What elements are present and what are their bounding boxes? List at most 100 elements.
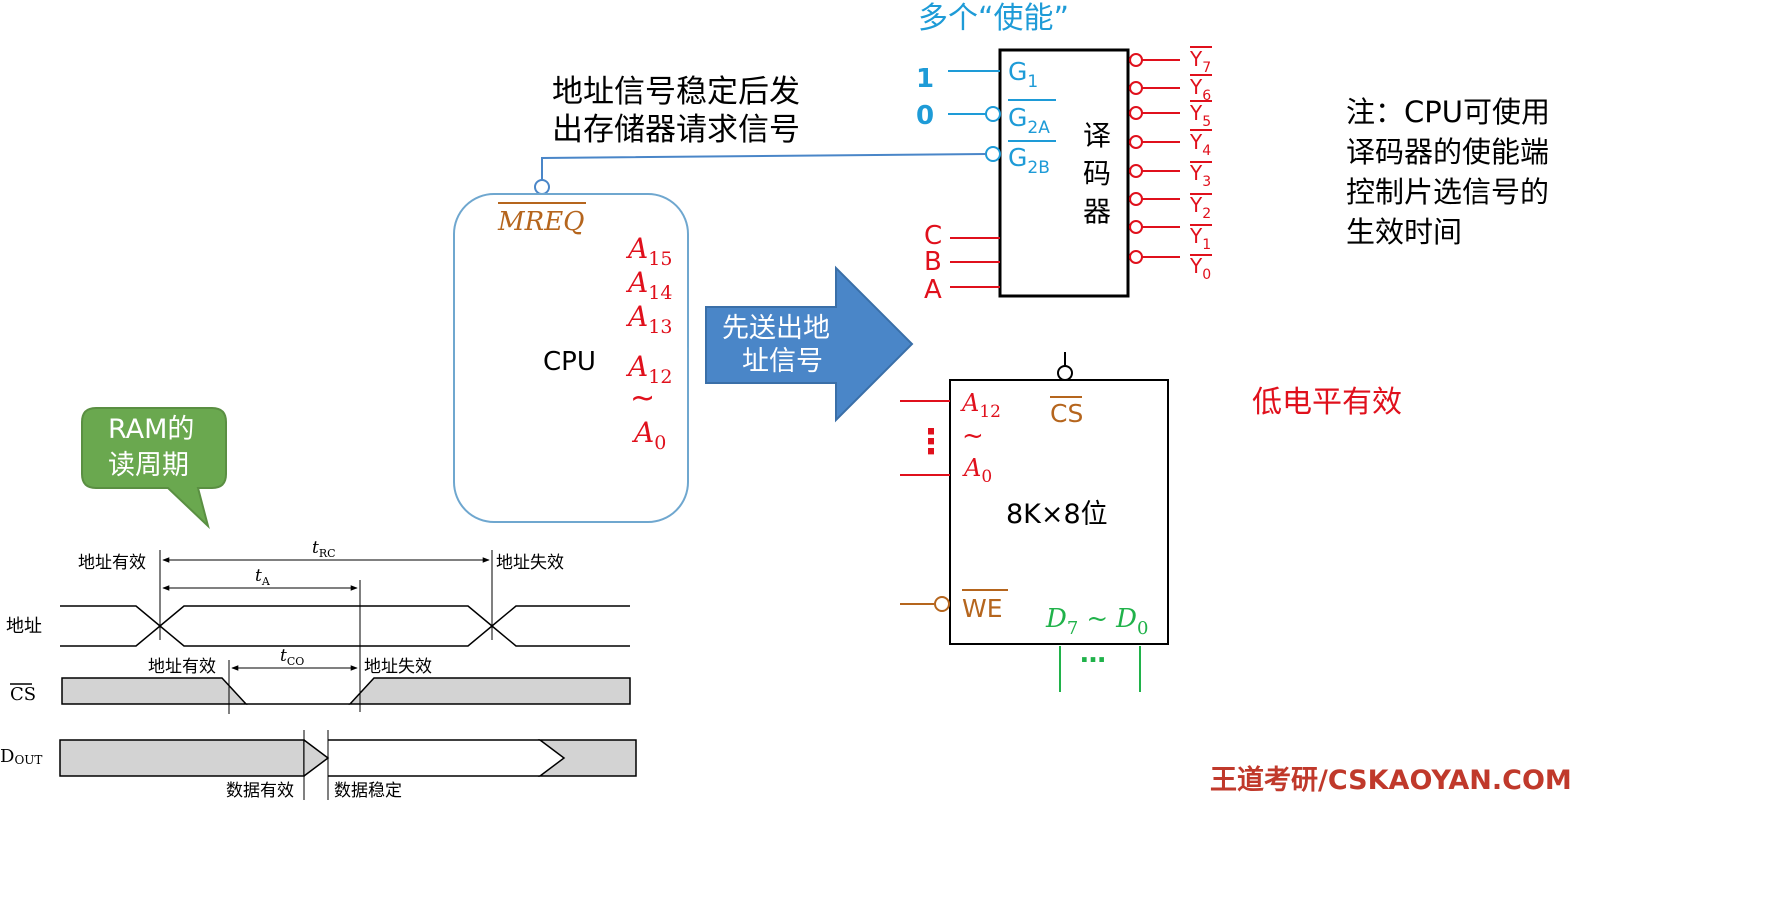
- we-bubble: [934, 596, 950, 612]
- we-label: WE: [962, 594, 1003, 623]
- y4-label: Y4: [1189, 130, 1211, 159]
- g1-value: 1: [916, 64, 934, 94]
- ram-read-cycle-callout: RAM的 读周期: [81, 407, 227, 530]
- dout-transition: [303, 739, 330, 777]
- y1-label: Y1: [1189, 224, 1211, 253]
- g2a-bubble: [985, 106, 1001, 122]
- decoder-title-1: 译: [1083, 119, 1111, 152]
- output-y0: Y0: [1129, 250, 1212, 283]
- side-note-line4: 生效时间: [1346, 215, 1462, 249]
- cpu-addr-a12: A12: [625, 350, 672, 388]
- callout-shape: [81, 407, 227, 530]
- cpu-addr-a0: A0: [631, 416, 666, 454]
- output-y4: Y4: [1129, 129, 1212, 159]
- t-co-label: tCO: [280, 646, 304, 668]
- y7-bubble: [1129, 53, 1143, 67]
- select-b: B: [924, 247, 942, 277]
- mreq-bubble: [534, 179, 550, 195]
- memory-box: [949, 379, 1169, 645]
- side-note-line2: 译码器的使能端: [1346, 135, 1549, 169]
- y6-bubble: [1129, 81, 1143, 95]
- mem-addr-a0: A0: [962, 454, 992, 487]
- cs-bubble: [1057, 365, 1073, 381]
- y3-bubble: [1129, 164, 1143, 178]
- memory-size-label: 8K×8位: [1006, 499, 1108, 530]
- timing-row-dout: DOUT: [0, 746, 42, 767]
- data-range-label: D7~D0: [1045, 604, 1148, 639]
- y0-bubble: [1129, 250, 1143, 264]
- y5-bubble: [1129, 106, 1143, 120]
- t-a-label: tA: [255, 566, 271, 588]
- select-a: A: [924, 275, 942, 305]
- t-rc-label: tRC: [312, 538, 336, 560]
- select-c: C: [924, 221, 942, 251]
- y6-label: Y6: [1189, 75, 1211, 104]
- cs-label: CS: [1050, 399, 1083, 428]
- y3-label: Y3: [1189, 161, 1211, 190]
- y2-label: Y2: [1189, 193, 1211, 222]
- addr-invalid-label-2: 地址失效: [364, 657, 432, 677]
- cpu-block: MREQ CPU A15 A14 A13 A12 ~ A0: [453, 193, 689, 523]
- output-y5: Y5: [1129, 100, 1212, 130]
- arrow-line2: 址信号: [742, 346, 823, 377]
- g2b-label: G2B: [1008, 143, 1050, 178]
- cs-high-before: [61, 677, 248, 705]
- dout-hiz-before: [59, 739, 305, 777]
- addr-valid-label-2: 地址有效: [148, 657, 216, 677]
- timing-row-cs: CS: [10, 684, 36, 705]
- cpu-addr-a15: A15: [625, 232, 672, 270]
- arrow-line1: 先送出地: [722, 313, 830, 344]
- addr-valid-label-1: 地址有效: [78, 553, 146, 573]
- cpu-label: CPU: [543, 347, 596, 377]
- side-note-line3: 控制片选信号的: [1346, 175, 1549, 209]
- timing-row-address: 地址: [6, 616, 42, 637]
- send-address-arrow: 先送出地 址信号: [705, 265, 914, 423]
- data-dots: …: [1080, 639, 1106, 669]
- g2a-label: G2A: [1008, 103, 1050, 138]
- decoder-title-3: 器: [1083, 195, 1111, 228]
- g2a-value: 0: [916, 101, 934, 131]
- output-y2: Y2: [1129, 192, 1212, 222]
- cpu-addr-a13: A13: [625, 300, 672, 338]
- decoder-title-2: 码: [1083, 157, 1111, 190]
- y2-bubble: [1129, 192, 1143, 206]
- arrow-shape: [705, 265, 914, 423]
- address-wave-top: [60, 605, 630, 627]
- y1-bubble: [1129, 220, 1143, 234]
- address-wave-bottom: [60, 625, 630, 647]
- g1-label: G1: [1008, 57, 1038, 92]
- cpu-addr-a14: A14: [625, 266, 672, 304]
- output-y7: Y7: [1129, 46, 1212, 76]
- mreq-note-line1: 地址信号稳定后发: [552, 74, 800, 110]
- callout-line2: 读周期: [108, 450, 189, 481]
- timing-diagram: 地址 CS DOUT tRC tA tCO 地址有效 地址失效: [0, 538, 637, 801]
- data-valid-label: 数据有效: [226, 781, 294, 801]
- cs-high-after: [348, 677, 631, 705]
- y4-bubble: [1129, 135, 1143, 149]
- output-y3: Y3: [1129, 161, 1212, 190]
- addr-invalid-label-1: 地址失效: [496, 553, 564, 573]
- low-active-label: 低电平有效: [1252, 385, 1402, 420]
- mem-addr-dots: ⋮: [914, 422, 948, 462]
- cpu-box: [453, 193, 689, 523]
- decoder: 译 码 器 1 G1 0 G2A G2B C B A Y7: [916, 46, 1212, 305]
- output-y1: Y1: [1129, 220, 1212, 253]
- output-y6: Y6: [1129, 74, 1212, 104]
- g2b-bubble: [985, 146, 1001, 162]
- cpu-addr-tilde: ~: [630, 381, 655, 416]
- watermark: 王道考研/CSKAOYAN.COM: [1210, 764, 1572, 796]
- dout-hiz-after: [537, 739, 637, 777]
- y7-label: Y7: [1189, 47, 1211, 76]
- mem-addr-a12: A12: [960, 389, 1001, 422]
- data-stable-label: 数据稳定: [334, 781, 402, 801]
- y5-label: Y5: [1189, 101, 1211, 130]
- memory-chip: CS ⋮ A12 ~ A0 8K×8位 WE D7~D0 …: [900, 352, 1169, 692]
- decoder-box: [998, 48, 1130, 298]
- decoder-outputs: Y7 Y6 Y5 Y4: [1129, 46, 1212, 283]
- mreq-note-line2: 出存储器请求信号: [552, 112, 800, 148]
- y0-label: Y0: [1189, 254, 1211, 283]
- side-note-line1: 注：CPU可使用: [1346, 95, 1550, 129]
- enable-title: 多个“使能”: [918, 1, 1069, 36]
